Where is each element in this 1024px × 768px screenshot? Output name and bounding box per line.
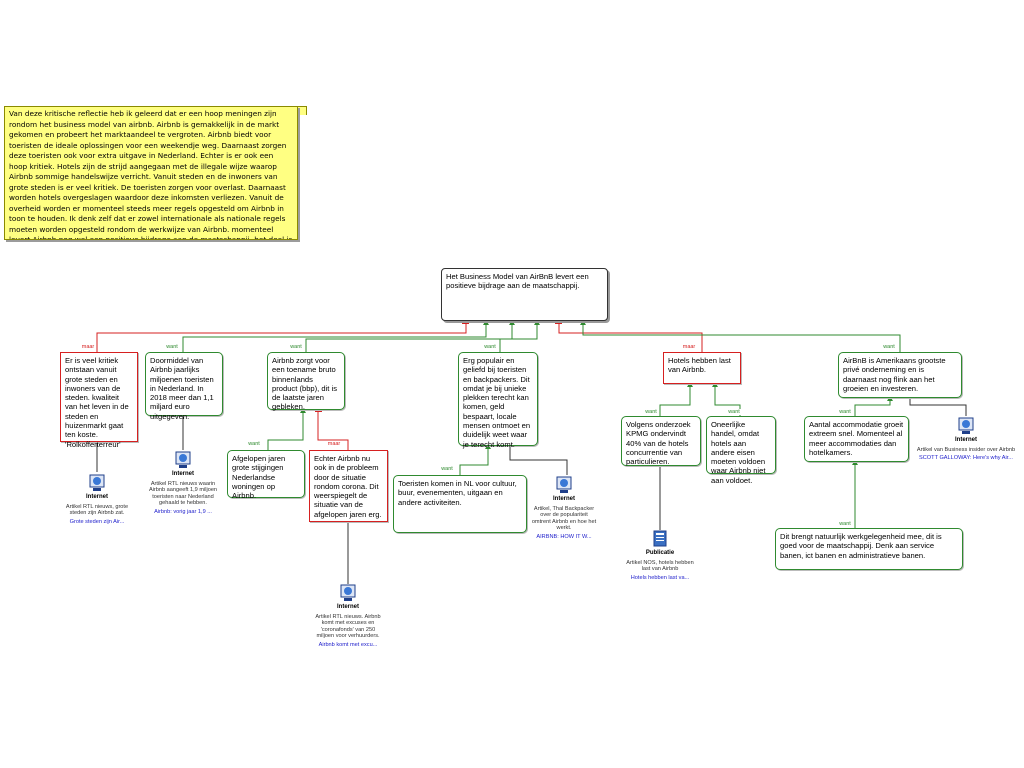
label-maar: maar bbox=[80, 344, 96, 350]
globe-icon bbox=[175, 451, 191, 468]
source-type: Internet bbox=[85, 494, 108, 500]
source-internet-3[interactable]: Internet Artikel RTL nieuws. Airbnb komt… bbox=[313, 584, 383, 649]
link-hotels-kpmg bbox=[659, 384, 691, 416]
source-desc: Artikel RTL nieuws. Airbnb komt met excu… bbox=[315, 613, 381, 640]
label-want: want bbox=[727, 409, 741, 415]
globe-icon bbox=[340, 584, 356, 601]
link-amerikaans-accom bbox=[854, 398, 891, 416]
source-desc: Artikel, Thal Backpacker over de popular… bbox=[531, 505, 597, 532]
source-desc: Artikel RTL nieuws waarin Airbnb aangeef… bbox=[148, 480, 218, 507]
source-type: Internet bbox=[336, 604, 359, 610]
link-bbp-stijging bbox=[267, 410, 304, 450]
source-internet-1[interactable]: Internet Artikel RTL nieuws, grote stede… bbox=[62, 474, 132, 525]
note-fold bbox=[298, 106, 307, 115]
globe-icon bbox=[89, 474, 105, 491]
label-want: want bbox=[644, 409, 658, 415]
link-root-populair bbox=[499, 322, 538, 352]
source-link[interactable]: Grote steden zijn Air... bbox=[69, 518, 125, 525]
source-internet-6[interactable]: Internet Artikel van Business insider ov… bbox=[914, 417, 1018, 462]
label-want: want bbox=[440, 466, 454, 472]
label-want: want bbox=[882, 344, 896, 350]
source-link[interactable]: SCOTT GALLOWAY: Here's why Air... bbox=[919, 455, 1013, 462]
box-accommodatie[interactable]: Aantal accommodatie groeit extreem snel.… bbox=[804, 416, 909, 462]
box-amerikaans[interactable]: AirBnB is Amerikaans grootste privé onde… bbox=[838, 352, 962, 398]
label-want: want bbox=[289, 344, 303, 350]
box-werkgelegenheid[interactable]: Dit brengt natuurlijk werkgelegenheid me… bbox=[775, 528, 963, 570]
globe-icon bbox=[958, 417, 974, 434]
source-type: Internet bbox=[552, 496, 575, 502]
link-root-kritiek bbox=[96, 322, 467, 352]
root-claim[interactable]: Het Business Model van AirBnB levert een… bbox=[441, 268, 608, 321]
link-root-toeristen bbox=[182, 322, 487, 352]
label-want: want bbox=[838, 521, 852, 527]
source-link[interactable]: Airbnb komt met excu... bbox=[318, 641, 378, 648]
root-connectors bbox=[462, 320, 586, 325]
source-desc: Artikel van Business insider over Airbnb bbox=[916, 446, 1016, 453]
link-populair-s4 bbox=[509, 446, 568, 475]
source-type: Internet bbox=[954, 437, 977, 443]
source-link[interactable]: Airbnb: vorig jaar 1,9 ... bbox=[154, 508, 212, 515]
link-bbp-corona bbox=[317, 410, 349, 450]
link-root-amerikaans bbox=[582, 322, 901, 352]
link-populair-cultuur bbox=[459, 446, 489, 475]
source-link[interactable]: AIRBNB: HOW IT W... bbox=[536, 533, 592, 540]
label-want: want bbox=[838, 409, 852, 415]
box-oneerlijk[interactable]: Oneerlijke handel, omdat hotels aan ande… bbox=[706, 416, 776, 485]
link-root-bbp bbox=[305, 322, 513, 352]
box-populair[interactable]: Erg populair en geliefd bij toeristen en… bbox=[458, 352, 538, 449]
label-want: want bbox=[483, 344, 497, 350]
book-icon bbox=[653, 530, 667, 547]
box-bbp[interactable]: Airbnb zorgt voor een toename bruto binn… bbox=[267, 352, 345, 411]
label-want: want bbox=[247, 441, 261, 447]
box-hotels[interactable]: Hotels hebben last van Airbnb. bbox=[663, 352, 741, 384]
box-kritiek[interactable]: Er is veel kritiek ontstaan vanuit grote… bbox=[60, 352, 138, 449]
label-maar: maar bbox=[681, 344, 697, 350]
reflection-note[interactable]: Van deze kritische reflectie heb ik gele… bbox=[4, 106, 298, 240]
source-type: Internet bbox=[171, 471, 194, 477]
label-want: want bbox=[165, 344, 179, 350]
link-amerikaans-s6 bbox=[909, 398, 967, 416]
box-stijging[interactable]: Afgelopen jaren grote stijgingen Nederla… bbox=[227, 450, 305, 500]
source-link[interactable]: Hotels hebben last va... bbox=[630, 574, 690, 581]
link-root-hotels bbox=[558, 322, 703, 352]
source-internet-4[interactable]: Internet Artikel, Thal Backpacker over d… bbox=[531, 476, 597, 541]
globe-icon bbox=[556, 476, 572, 493]
source-desc: Artikel NOS, hotels hebben last van Airb… bbox=[626, 559, 694, 573]
box-toeristen[interactable]: Doormiddel van Airbnb jaarlijks miljoene… bbox=[145, 352, 223, 421]
source-desc: Artikel RTL nieuws, grote steden zijn Ai… bbox=[65, 503, 129, 517]
box-corona[interactable]: Echter Airbnb nu ook in de probleem door… bbox=[309, 450, 388, 522]
source-publicatie-5[interactable]: Publicatie Artikel NOS, hotels hebben la… bbox=[625, 530, 695, 581]
box-kpmg[interactable]: Volgens onderzoek KPMG ondervindt 40% va… bbox=[621, 416, 701, 466]
box-cultuur[interactable]: Toeristen komen in NL voor cultuur, buur… bbox=[393, 475, 527, 533]
label-maar: maar bbox=[326, 441, 342, 447]
source-type: Publicatie bbox=[645, 550, 675, 556]
source-internet-2[interactable]: Internet Artikel RTL nieuws waarin Airbn… bbox=[146, 451, 220, 516]
